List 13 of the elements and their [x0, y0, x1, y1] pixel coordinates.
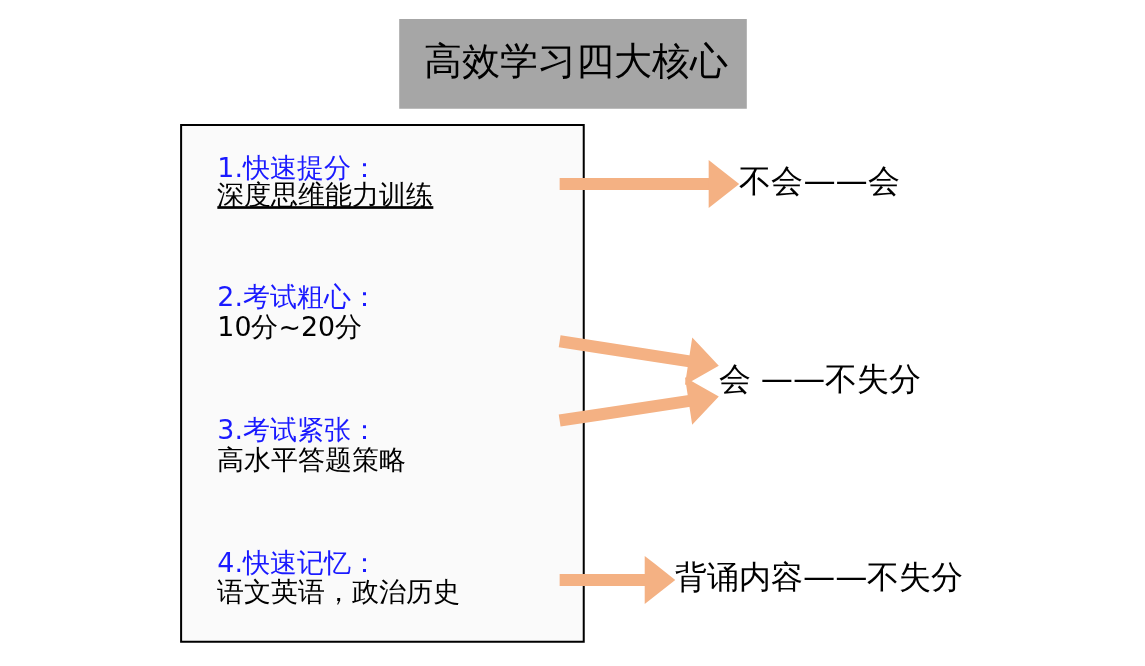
cluster	[179, 123, 585, 643]
node-text: 会 ——不失分	[718, 359, 921, 398]
arrow	[558, 377, 719, 427]
arrow	[559, 159, 739, 209]
node-text: 4.快速记忆： 语文英语，政治历史	[216, 546, 460, 608]
arrow	[559, 555, 675, 604]
node-text: 不会——会	[738, 162, 900, 201]
arrow	[558, 335, 719, 385]
node-text: 1.快速提分： 深度思维能力训练	[216, 152, 433, 211]
node-text: 3.考试紧张： 高水平答题策略	[216, 414, 406, 475]
diagram-title: 高效学习四大核心	[423, 38, 728, 83]
node-text: 背诵内容——不失分	[674, 558, 963, 597]
node-text: 2.考试粗心： 10分~20分	[216, 281, 378, 342]
